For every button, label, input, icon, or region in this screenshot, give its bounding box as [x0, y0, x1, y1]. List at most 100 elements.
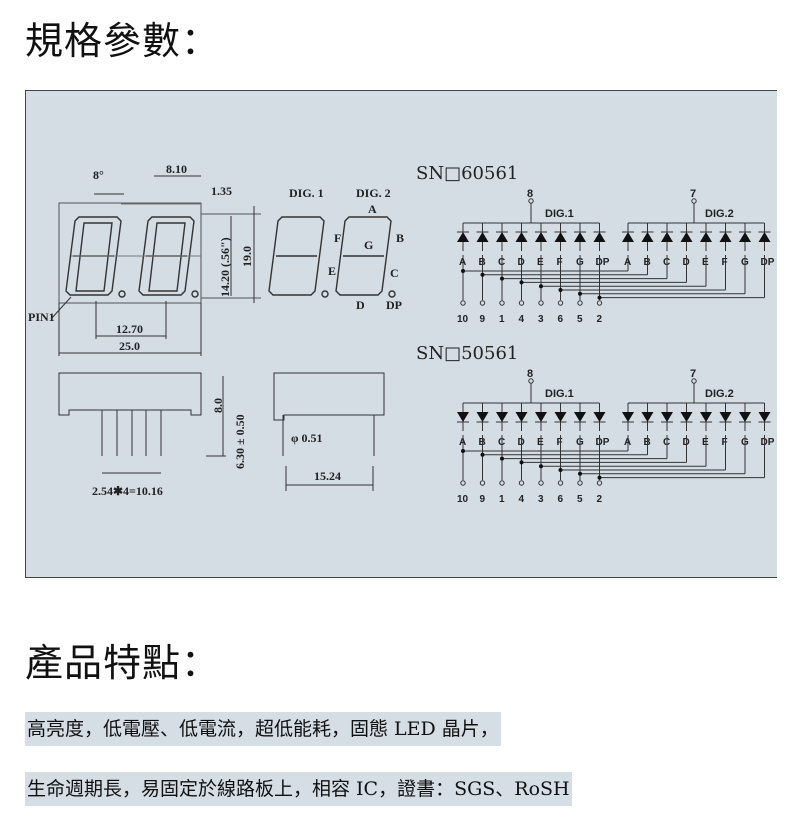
junction-dot: [558, 468, 563, 472]
seg-label-c: C: [390, 266, 399, 280]
pin-terminal: [479, 480, 486, 486]
side-view-pins: [101, 410, 162, 456]
junction-dot: [500, 276, 504, 281]
seg-label-b: B: [396, 231, 404, 245]
pin-terminal: [499, 300, 505, 306]
led-diode-icon: [622, 232, 634, 242]
dig2-label: DIG.2: [705, 208, 734, 220]
pinout-digit-1: [268, 216, 329, 298]
pin-terminal: [460, 480, 466, 486]
led-diode-icon: [680, 232, 693, 242]
pin-number: 1: [499, 314, 505, 325]
segment-label: F: [722, 257, 728, 268]
pin-terminal: [499, 480, 505, 486]
common-pin-label: 7: [690, 368, 696, 380]
pin-terminal: [479, 300, 486, 306]
led-diode-icon: [622, 412, 634, 422]
pinout-digit-2: [335, 216, 396, 298]
pin-number: 10: [457, 494, 469, 505]
seg-label-d: D: [356, 298, 365, 312]
pin-terminal: [528, 198, 534, 204]
pin-number: 2: [597, 494, 603, 505]
led-diode-icon: [574, 232, 586, 242]
led-diode-icon: [476, 232, 489, 242]
led-diode-icon: [758, 232, 771, 242]
led-diode-icon: [758, 412, 771, 422]
segment-label: DP: [761, 257, 775, 268]
pin-number: 3: [538, 494, 544, 505]
seg-label-g: G: [364, 238, 373, 252]
segment-label: F: [722, 437, 728, 448]
end-view-body: [273, 372, 385, 421]
led-diode-icon: [680, 412, 693, 422]
dimension-drawing: 8° 8.10 1.35 14.20 (.56") 19.0 DIG. 1 DI…: [28, 162, 775, 505]
pin-terminal: [538, 300, 544, 306]
pin-number: 9: [480, 494, 486, 505]
seg-label-a: A: [368, 202, 377, 216]
feature-line-2: 生命週期長，易固定於線路板上，相容 IC，證書：SGS、RoSH: [25, 772, 572, 806]
pin-terminal: [577, 480, 583, 486]
dim-angle: 8°: [93, 168, 104, 182]
dim-row-spacing: 15.24: [314, 469, 341, 483]
common-pin-label: 7: [690, 188, 696, 200]
dim-pin-dia: φ 0.51: [291, 431, 323, 445]
circuit-model-title: SN□50561: [416, 343, 518, 364]
segment-label: F: [557, 257, 563, 268]
led-diode-icon: [661, 412, 673, 422]
dim-pitch-1270: 12.70: [116, 322, 143, 336]
pin-number: 2: [597, 314, 603, 325]
junction-dot: [578, 291, 582, 296]
dig2-label: DIG.2: [705, 388, 734, 400]
junction-dot: [480, 272, 485, 277]
dim-height: 19.0: [240, 246, 254, 267]
pin-terminal: [691, 198, 697, 204]
segment-label: DP: [596, 437, 610, 448]
junction-dot: [480, 452, 485, 457]
led-diode-icon: [457, 412, 469, 422]
led-diode-icon: [554, 412, 567, 422]
led-diode-icon: [719, 232, 732, 242]
junction-dot: [461, 269, 465, 273]
dim-digit-height: 14.20 (.56"): [218, 237, 232, 297]
led-diode-icon: [535, 232, 547, 242]
led-diode-icon: [719, 412, 732, 422]
dig1-label: DIG.1: [545, 388, 574, 400]
feature-line-1: 高亮度，低電壓、低電流，超低能耗，固態 LED 晶片，: [25, 712, 501, 746]
features-heading: 產品特點：: [25, 641, 221, 685]
digit-2-outline: [138, 216, 199, 298]
led-diode-icon: [457, 232, 469, 242]
pin-terminal: [557, 300, 564, 306]
junction-dot: [558, 288, 563, 292]
pin1-label: PIN1: [28, 310, 55, 324]
spec-diagram: 8° 8.10 1.35 14.20 (.56") 19.0 DIG. 1 DI…: [25, 90, 777, 578]
seg-label-f: F: [334, 231, 341, 245]
junction-dot: [461, 449, 465, 453]
led-diode-icon: [641, 232, 654, 242]
spec-heading: 規格參數：: [25, 19, 221, 63]
dim-pin-pitch: 2.54✱4=10.16: [92, 484, 163, 498]
pin-terminal: [691, 378, 697, 384]
led-diode-icon: [515, 232, 528, 242]
segment-label: DP: [596, 257, 610, 268]
pin-number: 10: [457, 314, 469, 325]
dim-digit-pitch: 8.10: [166, 162, 187, 176]
led-diode-icon: [535, 412, 547, 422]
label-dig2: DIG. 2: [356, 186, 391, 200]
pin-number: 9: [480, 314, 486, 325]
label-dig1: DIG. 1: [289, 186, 324, 200]
segment-label: DP: [761, 437, 775, 448]
led-diode-icon: [593, 232, 606, 242]
pin-number: 4: [519, 494, 525, 505]
common-pin-label: 8: [527, 188, 533, 200]
circuit-model-title: SN□60561: [416, 163, 518, 184]
seg-label-e: E: [328, 264, 336, 278]
pin-terminal: [518, 480, 525, 486]
pin-terminal: [528, 378, 534, 384]
led-diode-icon: [739, 412, 751, 422]
junction-dot: [539, 284, 543, 289]
junction-dot: [597, 475, 602, 480]
junction-dot: [519, 460, 524, 465]
